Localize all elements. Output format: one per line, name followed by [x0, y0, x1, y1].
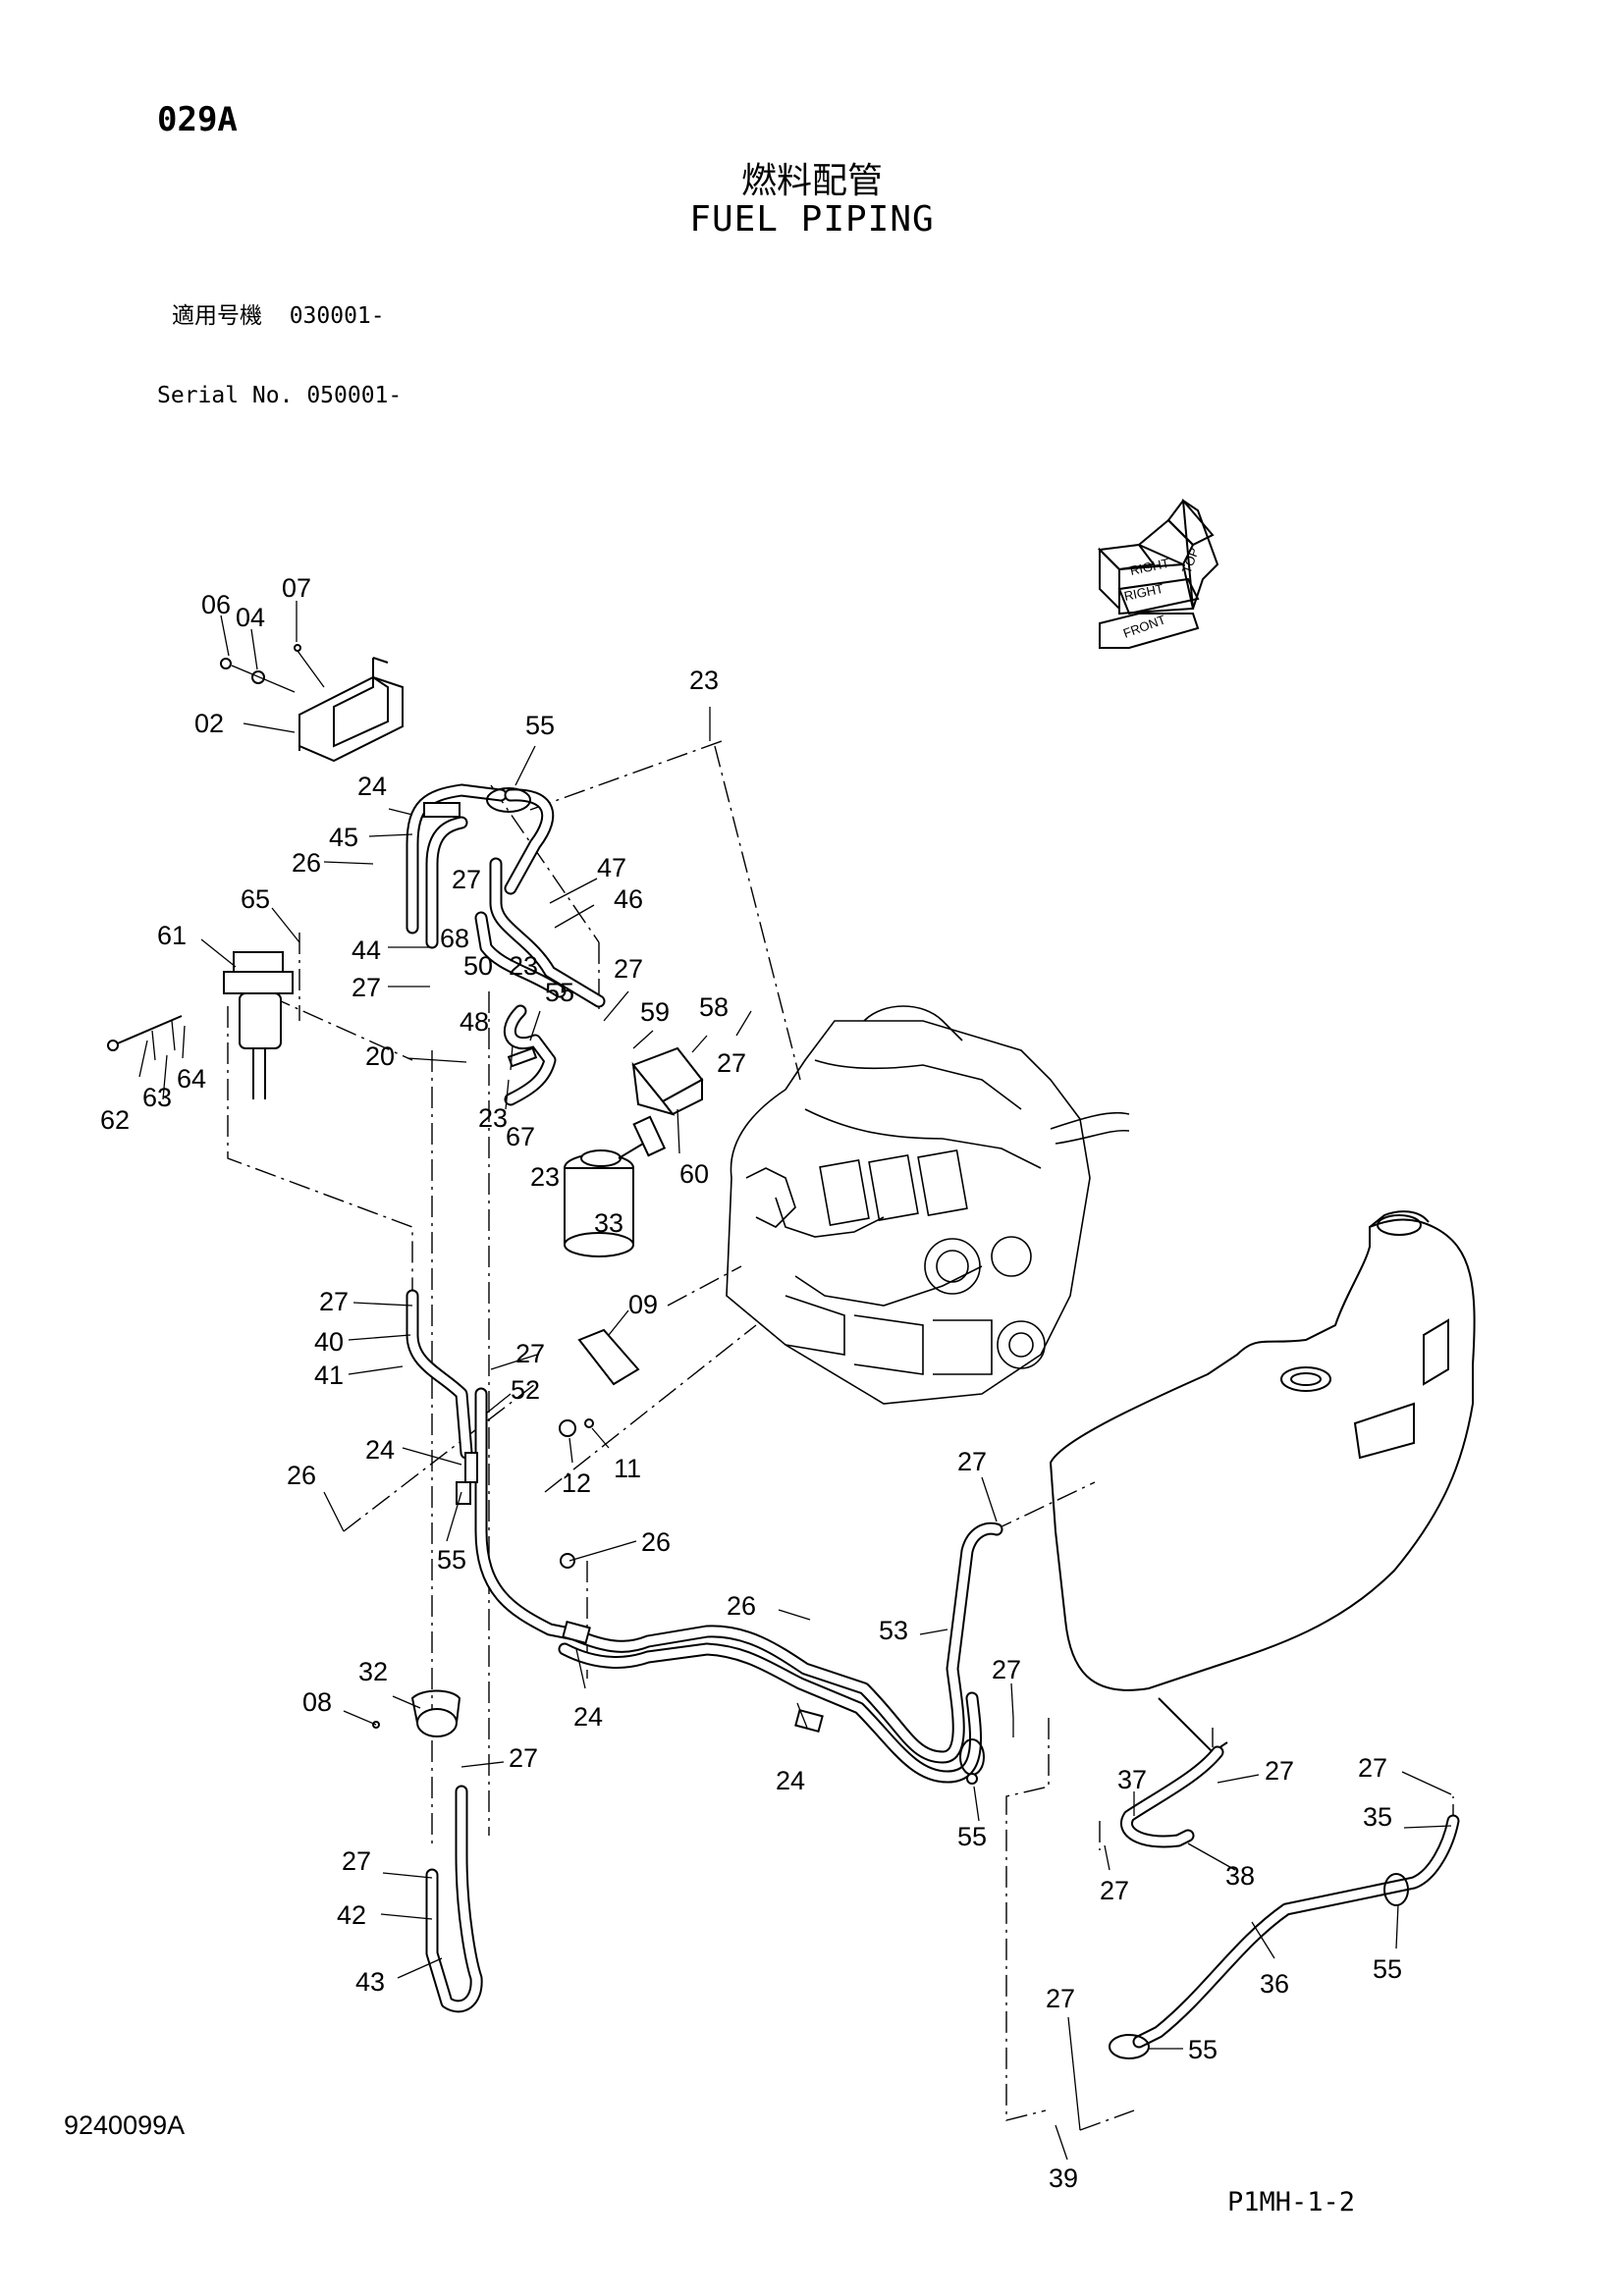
page-title: FUEL PIPING — [689, 199, 935, 240]
callout-35: 35 — [1363, 1802, 1392, 1832]
leader-lines — [138, 601, 1452, 2161]
callout-27c: 27 — [717, 1048, 746, 1078]
water-separator — [107, 951, 294, 1099]
callout-24: 24 — [357, 772, 387, 801]
callout-44: 44 — [352, 935, 381, 965]
upper-hoses — [406, 783, 606, 1106]
callout-37: 37 — [1117, 1765, 1147, 1794]
callout-55d: 55 — [957, 1822, 987, 1851]
filter-bracket-plate — [559, 1328, 640, 1437]
callout-53: 53 — [879, 1616, 908, 1645]
main-vertical-lines — [406, 1289, 1003, 1785]
engine-block — [726, 1005, 1130, 1405]
orientation-label: RIGHT — [1129, 556, 1171, 578]
callout-26c: 26 — [641, 1527, 671, 1557]
callout-55: 55 — [525, 711, 555, 740]
callout-46: 46 — [614, 884, 643, 914]
serial-japanese: 適用号機 030001- — [172, 303, 385, 329]
serial-block: 適用号機 030001- Serial No. 050001- — [157, 250, 402, 436]
callout-61: 61 — [157, 921, 187, 950]
callout-27: 27 — [452, 865, 481, 894]
callout-27j: 27 — [342, 1846, 371, 1876]
callout-24d: 24 — [776, 1766, 805, 1795]
callout-64: 64 — [177, 1064, 206, 1094]
callout-50: 50 — [463, 951, 493, 981]
fuel-tank — [1049, 1210, 1476, 1754]
callout-48: 48 — [460, 1007, 489, 1037]
page-code: 029A — [157, 100, 238, 139]
callout-55e: 55 — [1373, 1954, 1402, 1984]
callout-27l: 27 — [1100, 1876, 1129, 1905]
drawing-number: 9240099A — [64, 2110, 186, 2140]
callout-47: 47 — [597, 853, 626, 882]
tank-return-lines — [1109, 1745, 1460, 2059]
callout-58: 58 — [699, 992, 729, 1022]
callout-26d: 26 — [727, 1591, 756, 1621]
callout-27k: 27 — [1265, 1756, 1294, 1786]
sheet-reference: P1MH-1-2 — [1227, 2187, 1356, 2217]
callout-67: 67 — [506, 1122, 535, 1151]
callout-27i: 27 — [509, 1743, 538, 1773]
page-title-japanese: 燃料配管 — [740, 161, 883, 201]
callout-07: 07 — [282, 573, 311, 603]
callout-45: 45 — [329, 823, 358, 852]
orientation-label: RIGHT — [1123, 581, 1165, 604]
callout-32: 32 — [358, 1657, 388, 1686]
callout-68: 68 — [440, 924, 469, 953]
callout-59: 59 — [640, 997, 670, 1027]
serial-english: Serial No. 050001- — [157, 383, 403, 408]
callout-06: 06 — [201, 590, 231, 619]
callout-labels: 06 04 07 02 24 45 26 55 23 27 47 46 65 6… — [100, 573, 1402, 2193]
callout-39: 39 — [1049, 2163, 1078, 2193]
callout-04: 04 — [236, 603, 265, 632]
fuel-filter — [564, 1046, 704, 1257]
callout-65: 65 — [241, 884, 270, 914]
callout-43: 43 — [355, 1967, 385, 1997]
callout-42: 42 — [337, 1900, 366, 1930]
callout-27h: 27 — [992, 1655, 1021, 1684]
callout-23: 23 — [689, 666, 719, 695]
callout-23d: 23 — [530, 1162, 560, 1192]
callout-27m: 27 — [1046, 1984, 1075, 2013]
callout-27f: 27 — [515, 1339, 545, 1368]
callout-02: 02 — [194, 709, 224, 738]
callout-27d: 27 — [352, 973, 381, 1002]
callout-23c: 23 — [478, 1103, 508, 1133]
callout-62: 62 — [100, 1105, 130, 1135]
callout-26b: 26 — [287, 1461, 316, 1490]
callout-52: 52 — [511, 1375, 540, 1405]
callout-40: 40 — [314, 1327, 344, 1357]
callout-27g: 27 — [957, 1447, 987, 1476]
callout-27e: 27 — [319, 1287, 349, 1316]
callout-20: 20 — [365, 1041, 395, 1071]
callout-41: 41 — [314, 1361, 344, 1390]
callout-11: 11 — [614, 1454, 641, 1483]
callout-26: 26 — [292, 848, 321, 878]
orientation-label: TOP — [1179, 546, 1202, 575]
callout-08: 08 — [302, 1687, 332, 1717]
callout-27b: 27 — [614, 954, 643, 984]
callout-24c: 24 — [573, 1702, 603, 1732]
lower-left-hoses — [372, 1689, 483, 2013]
callout-23b: 23 — [509, 951, 538, 981]
callout-24b: 24 — [365, 1435, 395, 1465]
callout-27n: 27 — [1358, 1753, 1387, 1783]
callout-60: 60 — [679, 1159, 709, 1189]
callout-63: 63 — [142, 1083, 172, 1112]
callout-09: 09 — [628, 1290, 658, 1319]
callout-12: 12 — [562, 1468, 591, 1498]
callout-38: 38 — [1225, 1861, 1255, 1891]
callout-55b: 55 — [545, 978, 574, 1007]
callout-36: 36 — [1260, 1969, 1289, 1999]
mounting-bracket — [220, 644, 404, 763]
callout-55f: 55 — [1188, 2035, 1218, 2064]
callout-55c: 55 — [437, 1545, 466, 1575]
orientation-icon: RIGHT TOP RIGHT FRONT — [1097, 499, 1219, 649]
callout-33: 33 — [594, 1208, 623, 1238]
